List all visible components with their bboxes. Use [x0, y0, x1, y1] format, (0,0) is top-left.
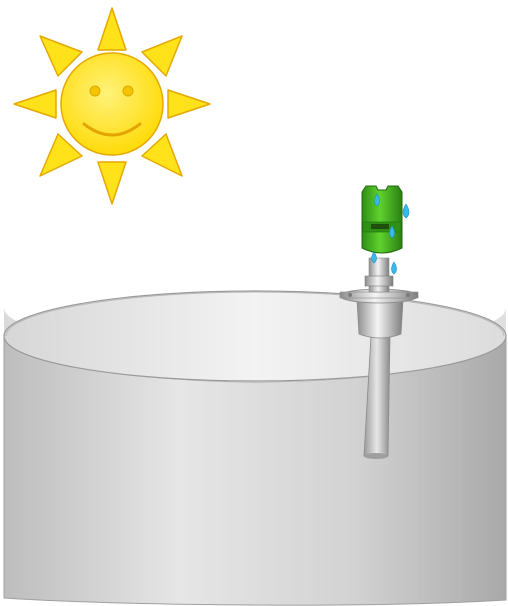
raindrop	[374, 193, 380, 207]
sensor-housing	[361, 185, 403, 254]
radar-level-sensor	[339, 185, 419, 459]
sun-rays	[13, 7, 211, 205]
sun	[13, 7, 211, 205]
sun-ray-bottom-right	[141, 133, 183, 177]
flange-bolt	[406, 293, 410, 297]
storage-tank	[3, 290, 507, 606]
sun-ray-bottom	[97, 161, 127, 205]
sensor-label	[371, 224, 389, 229]
sun-left-eye	[89, 85, 101, 97]
sun-ray-bottom-left	[39, 133, 83, 177]
sensor-neck	[368, 257, 390, 293]
raindrop	[371, 251, 377, 264]
sensor-neck-nut	[364, 275, 394, 287]
raindrop	[391, 261, 397, 275]
sun-right-eye	[122, 85, 134, 97]
flange-bolt	[348, 293, 352, 297]
sun-ray-left	[13, 89, 57, 119]
sun-face	[60, 52, 164, 156]
sun-smile	[82, 122, 142, 137]
raindrop	[389, 225, 395, 239]
sun-ray-top	[97, 7, 127, 51]
sensor-horn-mouth	[364, 453, 388, 459]
sun-ray-right	[167, 89, 211, 119]
sun-ray-top-right	[141, 35, 183, 77]
raindrops	[371, 193, 410, 275]
sun-ray-top-left	[39, 35, 83, 77]
tank-opening-shadow	[5, 291, 505, 337]
raindrop	[402, 203, 410, 219]
sensor-flange-body	[356, 299, 404, 339]
tank-rim	[3, 290, 507, 382]
